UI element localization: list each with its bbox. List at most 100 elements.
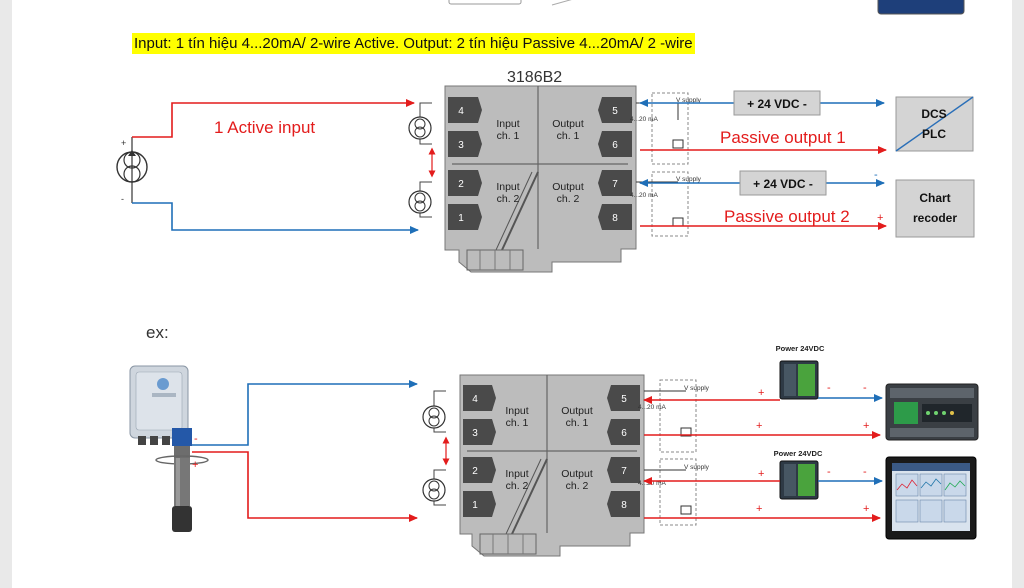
m2-input-ch1-label: Input	[505, 405, 528, 417]
svg-text:+: +	[863, 420, 869, 432]
example-label: ex:	[146, 323, 169, 342]
svg-text:-: -	[863, 382, 867, 394]
m2-input-ch1-sub: ch. 1	[506, 417, 529, 429]
output-ch2-label: Output	[552, 181, 584, 193]
supply-2-box	[739, 170, 827, 196]
supply-1-box	[733, 90, 821, 116]
plc-label: PLC	[922, 127, 946, 141]
m2-terminal-5: 5	[607, 385, 640, 411]
svg-text:-: -	[874, 169, 878, 181]
svg-text:-: -	[827, 466, 831, 478]
level-transmitter-device	[129, 365, 209, 532]
svg-text:+: +	[863, 503, 869, 515]
range-label-1: 4...20 mA	[630, 116, 658, 123]
model-label: 3186B2	[507, 69, 562, 86]
dcs-plc-box: DCS PLC	[895, 96, 974, 152]
m2-terminal-8: 8	[607, 491, 640, 517]
svg-text:7: 7	[612, 179, 618, 190]
input-ch2-sub: ch. 2	[497, 193, 520, 205]
svg-text:1: 1	[458, 213, 464, 224]
terminal-6: 6	[598, 131, 632, 157]
caption-text: Input: 1 tín hiệu 4...20mA/ 2-wire Activ…	[134, 35, 693, 52]
m2-terminal-6: 6	[607, 419, 640, 445]
isolator-module-1: Input ch. 1 Output ch. 1 Input ch. 2 Out…	[444, 85, 637, 273]
power-1-label: Power 24VDC	[776, 344, 825, 353]
m2-output-ch2-label: Output	[561, 468, 593, 480]
svg-text:3: 3	[472, 428, 478, 439]
output-side-symbols-1: V supply 4...20 mA V supply 4...20 mA	[630, 92, 702, 237]
input-ch1-sub: ch. 1	[497, 130, 520, 142]
diagram-1: 3186B2 + - 1 Active input	[116, 69, 975, 273]
supply-2-label: + 24 VDC -	[753, 177, 813, 191]
sensor-wire-red	[192, 451, 418, 522]
active-input-wire-blue	[132, 202, 419, 234]
chart-recorder-image	[885, 456, 977, 540]
m2-v-supply-label-1: V supply	[684, 385, 710, 392]
power-2-label: Power 24VDC	[774, 449, 823, 458]
output-ch1-sub: ch. 1	[557, 130, 580, 142]
sensor-wire-blue	[192, 380, 418, 446]
svg-text:-: -	[863, 466, 867, 478]
terminal-1: 1	[448, 204, 482, 230]
svg-text:+: +	[877, 212, 883, 224]
svg-text:4: 4	[472, 394, 478, 405]
document-page: Input: 1 tín hiệu 4...20mA/ 2-wire Activ…	[12, 0, 1012, 588]
svg-text:2: 2	[472, 466, 478, 477]
m2-input-ch2-sub: ch. 2	[506, 480, 529, 492]
svg-text:5: 5	[621, 394, 627, 405]
svg-text:+: +	[758, 387, 764, 399]
input-current-symbols-1	[408, 102, 436, 218]
svg-text:+: +	[192, 459, 198, 471]
svg-text:-: -	[121, 194, 124, 204]
range-label-2: 4...20 mA	[630, 192, 658, 199]
m2-terminal-2: 2	[463, 457, 496, 483]
output-ch1-label: Output	[552, 118, 584, 130]
svg-text:+: +	[756, 503, 762, 515]
svg-text:8: 8	[621, 500, 627, 511]
passive-output-1-label: Passive output 1	[720, 128, 846, 147]
svg-text:6: 6	[612, 140, 618, 151]
svg-text:+: +	[758, 468, 764, 480]
svg-text:-: -	[827, 382, 831, 394]
power-supply-2: Power 24VDC	[774, 449, 823, 500]
recoder-label: recoder	[913, 211, 957, 225]
diagram-2: ex: - +	[129, 323, 979, 557]
current-source-icon: + -	[116, 137, 148, 204]
terminal-8: 8	[598, 204, 632, 230]
input-ch1-label: Input	[496, 118, 519, 130]
v-supply-label-1: V supply	[676, 97, 702, 104]
m2-output-ch2-sub: ch. 2	[566, 480, 589, 492]
svg-text:1: 1	[472, 500, 478, 511]
m2-input-ch2-label: Input	[505, 468, 528, 480]
svg-text:2: 2	[458, 179, 464, 190]
isolator-module-2: Input ch. 1 Output ch. 1 Input ch. 2 Out…	[459, 374, 645, 557]
svg-text:5: 5	[612, 106, 618, 117]
m2-terminal-4: 4	[463, 385, 496, 411]
plc-device-image	[885, 383, 979, 441]
passive-output-2-label: Passive output 2	[724, 207, 850, 226]
top-cutoff-graphics	[448, 0, 965, 15]
terminal-2: 2	[448, 170, 482, 196]
power-supply-1: Power 24VDC	[776, 344, 825, 400]
caption-highlight: Input: 1 tín hiệu 4...20mA/ 2-wire Activ…	[132, 33, 695, 54]
m2-output-ch1-sub: ch. 1	[566, 417, 589, 429]
terminal-5: 5	[598, 97, 632, 123]
dcs-label: DCS	[921, 107, 946, 121]
m2-v-supply-label-2: V supply	[684, 464, 710, 471]
active-input-wire-red	[132, 99, 415, 138]
m2-terminal-7: 7	[607, 457, 640, 483]
svg-text:8: 8	[612, 213, 618, 224]
output-ch2-sub: ch. 2	[557, 193, 580, 205]
svg-text:+: +	[121, 138, 126, 148]
svg-text:7: 7	[621, 466, 627, 477]
terminal-3: 3	[448, 131, 482, 157]
m2-terminal-3: 3	[463, 419, 496, 445]
terminal-4: 4	[448, 97, 482, 123]
active-input-label: 1 Active input	[214, 118, 315, 137]
terminal-7: 7	[598, 170, 632, 196]
supply-1-label: + 24 VDC -	[747, 97, 807, 111]
chart-label: Chart	[919, 191, 950, 205]
m2-terminal-1: 1	[463, 491, 496, 517]
svg-text:4: 4	[458, 106, 464, 117]
v-supply-label-2: V supply	[676, 176, 702, 183]
